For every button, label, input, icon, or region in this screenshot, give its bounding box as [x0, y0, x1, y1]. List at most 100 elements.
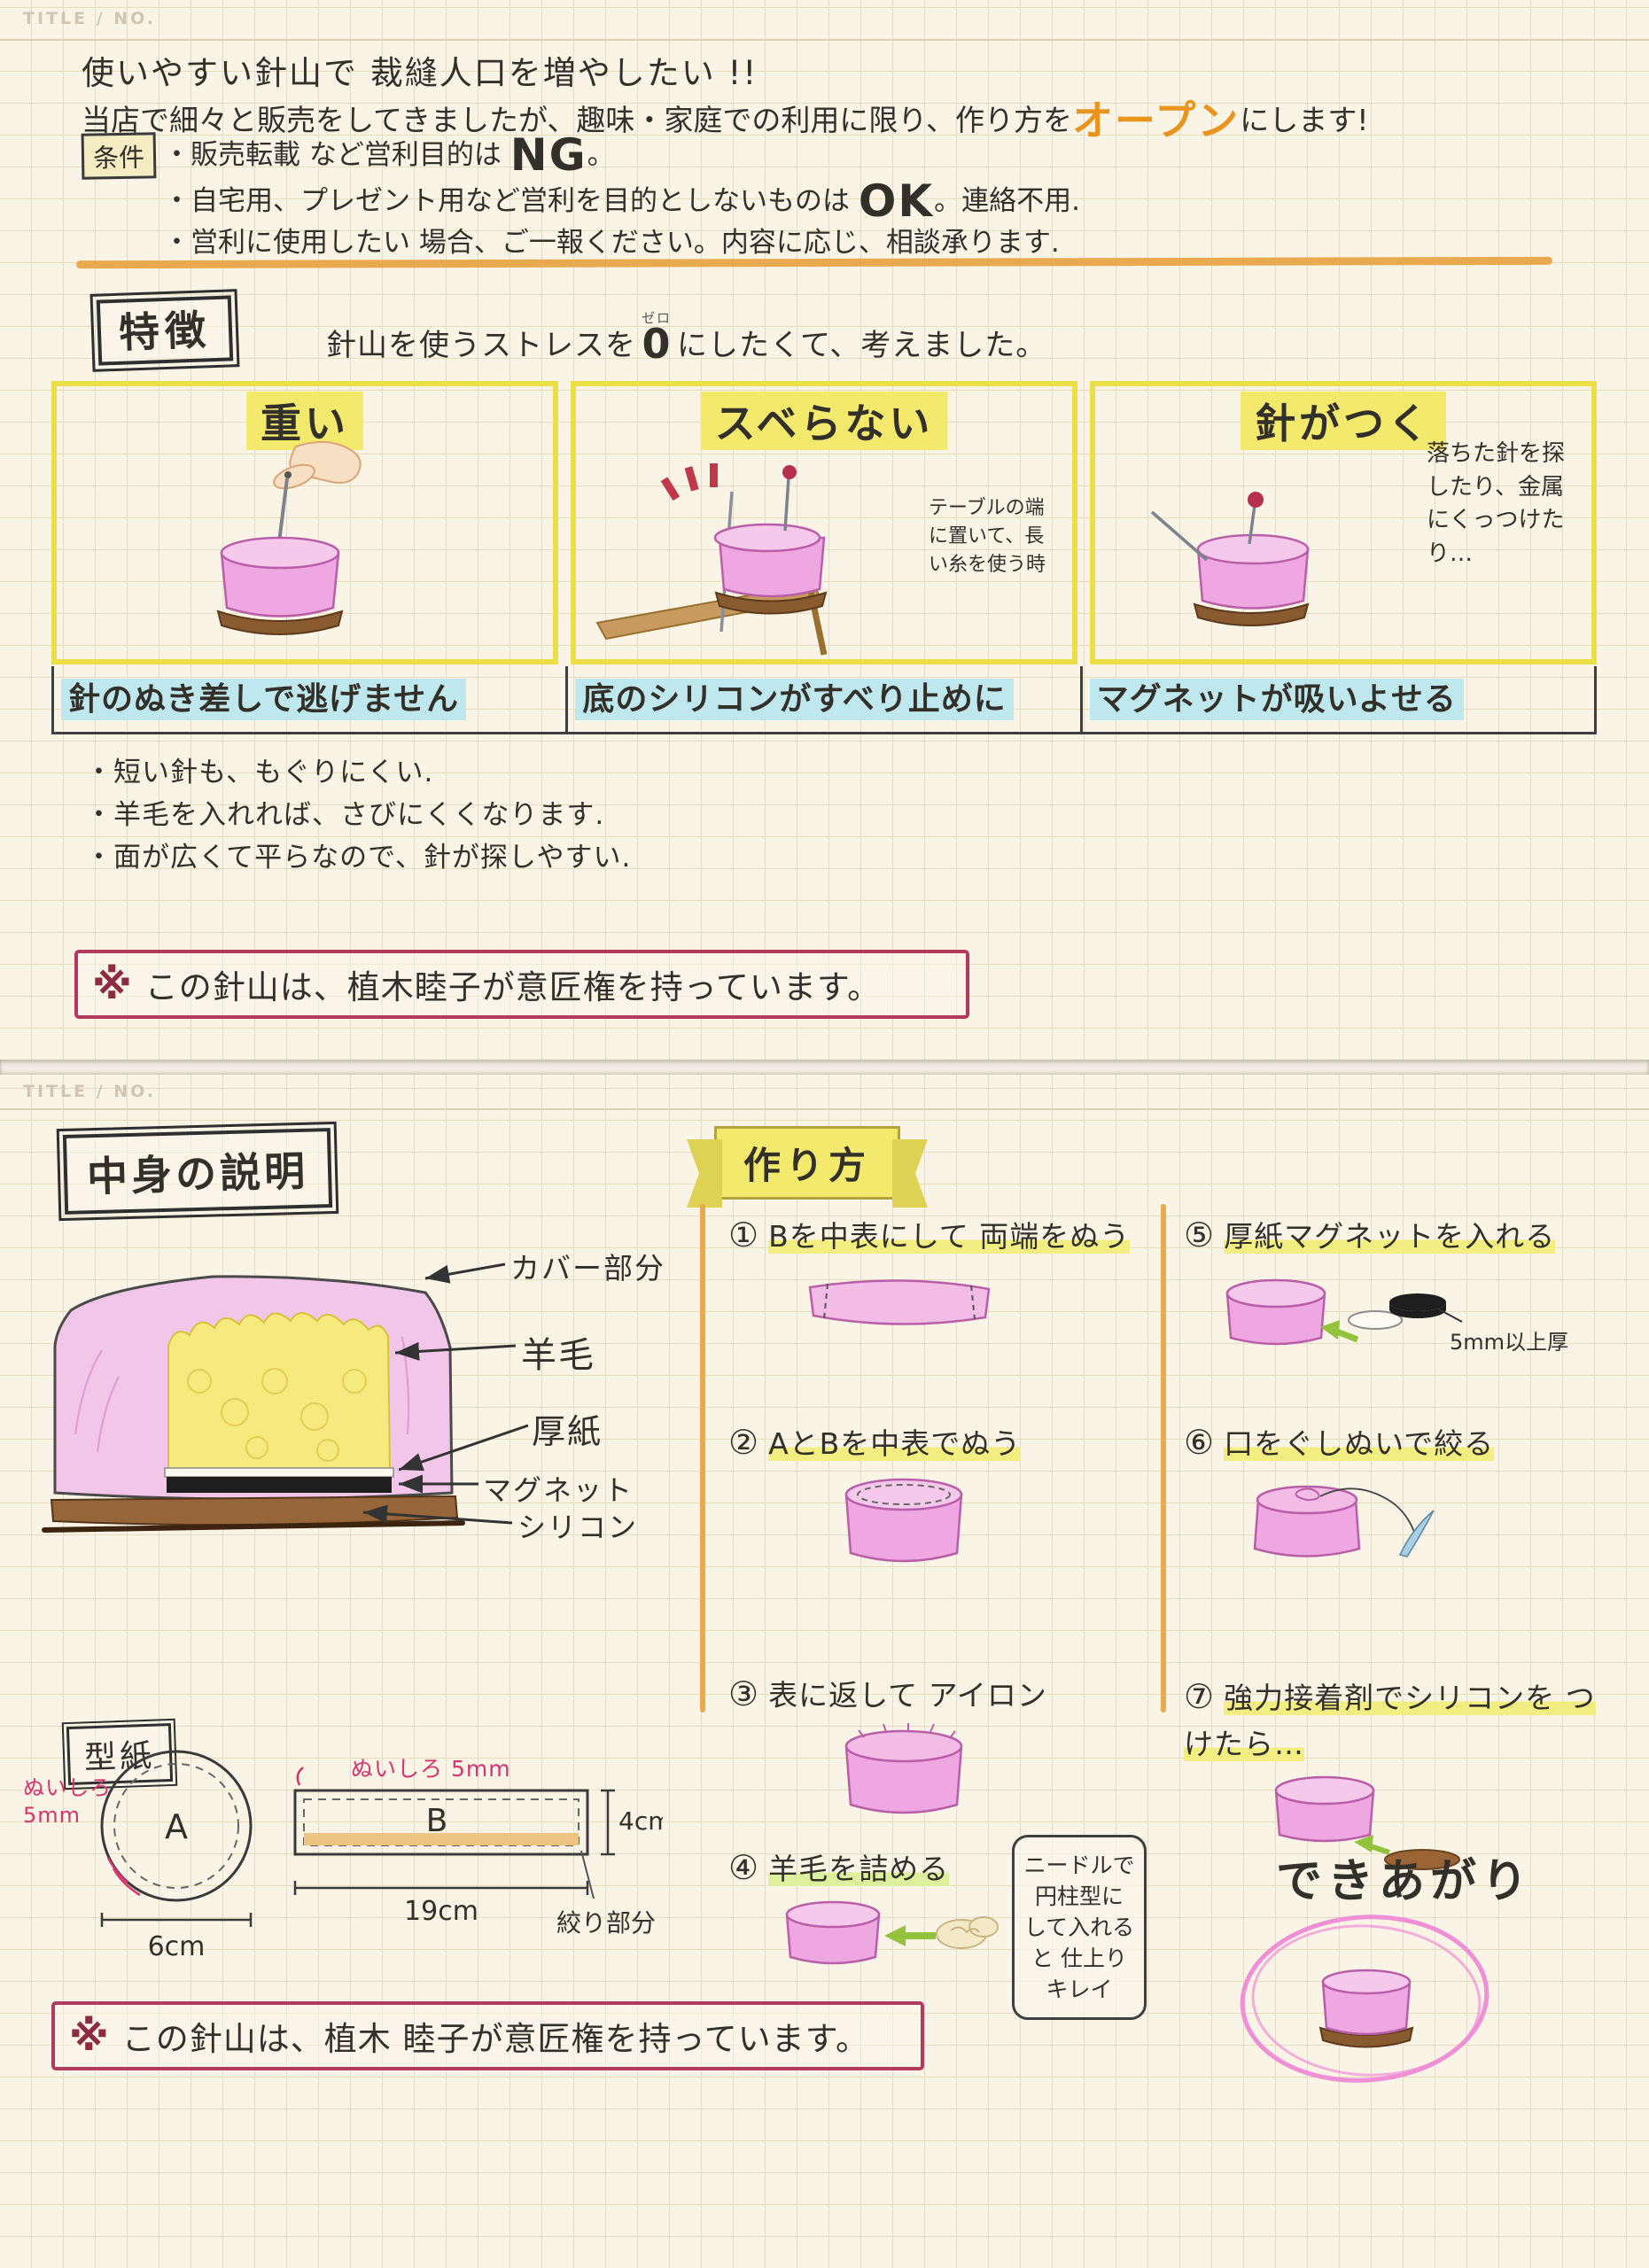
width-label: 19cm — [404, 1896, 478, 1927]
label-arrows — [362, 1262, 529, 1525]
step-2-number: ② — [728, 1423, 760, 1462]
gather-strip — [304, 1833, 579, 1845]
silicone-disc — [1384, 1849, 1460, 1870]
condition-2-post: 。連絡不用. — [934, 185, 1080, 217]
panel-no-slip-note: テーブルの端に置いて、長い糸を使う時 — [929, 497, 1046, 576]
magnet-layer — [167, 1477, 392, 1493]
caption-cell-1: 針のぬき差しで逃げません — [54, 666, 569, 732]
condition-1-ng: NG — [509, 129, 587, 181]
intro-line-2-post: にします! — [1240, 103, 1369, 137]
panel-heavy-title: 重い — [246, 392, 363, 450]
step-2-illustration — [844, 1478, 963, 1563]
pincushion-table-illustration — [595, 463, 828, 656]
cushion-top — [220, 536, 340, 570]
caption-heavy: 針のぬき差しで逃げません — [61, 679, 467, 720]
pin-head-icon — [782, 465, 797, 479]
stitch-line — [823, 1283, 828, 1320]
step-7-illustration — [1274, 1775, 1460, 1870]
panel-captions-row: 針のぬき差しで逃げません 底のシリコンがすべり止めに マグネットが吸いよせる — [51, 666, 1597, 734]
cushion-cross-section-diagram — [42, 1262, 529, 1533]
step-6-number: ⑥ — [1184, 1423, 1216, 1462]
finger-illustration — [273, 463, 315, 490]
caption-cell-2: 底のシリコンがすべり止めに — [568, 666, 1083, 732]
magnet-thickness-note: 5mm以上厚 — [1450, 1330, 1569, 1355]
caption-cell-3: マグネットが吸いよせる — [1083, 666, 1597, 732]
silicone-arrow-icon — [362, 1504, 513, 1525]
feature-panel-magnet: 針がつく 落ちた針を探したり、金属にくっつけたり… — [1090, 381, 1597, 664]
pink-marks — [106, 1857, 141, 1897]
condition-2-pre: ・自宅用、プレゼント用など営利を目的としないものは — [163, 185, 859, 217]
open-word: オープン — [1072, 97, 1241, 144]
step-6-text: 口をぐしぬいで絞る — [1224, 1426, 1495, 1461]
step-4-illustration — [785, 1900, 999, 1965]
panel-magnet-title: 針がつく — [1241, 392, 1446, 450]
label-magnet: マグネット — [483, 1473, 634, 1507]
page1-corner-label: TITLE / NO. — [23, 9, 157, 28]
feature-bullet-1: ・短い針も、もぐりにくい. — [85, 757, 434, 788]
step-6-illustration — [1253, 1485, 1435, 1557]
condition-2-ok: OK — [858, 175, 935, 227]
cushion-top — [1196, 533, 1310, 565]
pincushion-magnet-illustration — [1150, 492, 1310, 626]
stitch-ellipse — [857, 1484, 951, 1505]
needle-icon — [1150, 510, 1209, 562]
cushion-top — [1321, 1969, 1412, 1995]
design-rights-text-1: この針山は、植木睦子が意匠権を持っています。 — [144, 968, 882, 1006]
cardboard-layer — [164, 1467, 394, 1478]
condition-1-post: 。 — [587, 139, 615, 171]
condition-1-pre: ・販売転載 など営利目的は — [163, 139, 510, 171]
condition-2: ・自宅用、プレゼント用など営利を目的としないものは OK。連絡不用. — [163, 175, 1080, 227]
feature-panel-no-slip: スベらない テーブルの端に置いて、長い糸を使う時 — [571, 381, 1077, 664]
pin-icon — [1248, 504, 1256, 545]
howto-ribbon: 作り方 — [714, 1126, 901, 1200]
pattern-piece-b: B 19cm 4cm — [293, 1767, 663, 1927]
cushion-top — [713, 523, 821, 553]
cushion-body — [1196, 548, 1310, 610]
cushion-base — [1193, 602, 1310, 626]
pattern-piece-a: A 6cm — [100, 1750, 253, 1962]
column-divider-2 — [1161, 1204, 1166, 1713]
step-3-text: 表に返して アイロン — [768, 1678, 1047, 1713]
thread-line — [1319, 1487, 1417, 1538]
page-2: TITLE / NO. 中身の説明 作り方 — [0, 1075, 1649, 2268]
finished-label: できあがり — [1276, 1855, 1534, 1908]
seam-line-a — [113, 1763, 239, 1889]
cushion-base — [216, 610, 344, 635]
page2-header-rule — [0, 1108, 1649, 1110]
pin-icon — [783, 477, 790, 532]
diameter-label: 6cm — [148, 1931, 206, 1962]
step-4-number: ④ — [728, 1848, 760, 1887]
gather-pointer-line — [580, 1850, 595, 1899]
step-1-number: ① — [728, 1216, 760, 1254]
cushion-body — [718, 536, 826, 598]
silicone-base — [50, 1495, 459, 1526]
needle-icon — [1398, 1510, 1435, 1557]
design-rights-notice-2: ※ この針山は、植木 睦子が意匠権を持っています。 — [51, 2001, 924, 2070]
pink-bracket — [296, 1767, 304, 1786]
piece-a-letter: A — [165, 1807, 188, 1846]
step-5-text: 厚紙マグネットを入れる — [1224, 1219, 1556, 1254]
cushion-body — [220, 551, 340, 617]
step-4-text: 羊毛を詰める — [768, 1852, 950, 1886]
pincushion-heavy-illustration — [216, 440, 362, 635]
pin-head-icon — [1248, 492, 1264, 508]
condition-3: ・営利に使用したい 場合、ご一報ください。内容に応じ、相談承ります. — [163, 227, 1060, 259]
subtitle-pre: 針山を使うストレスを — [326, 327, 636, 363]
cover-arrow-icon — [424, 1262, 506, 1284]
page-1: TITLE / NO. 使いやすい針山で 裁縫人口を増やしたい !! 当店で細々… — [0, 0, 1649, 1060]
design-rights-text-2: この針山は、植木 睦子が意匠権を持っています。 — [121, 2020, 869, 2058]
step-7-number: ⑦ — [1184, 1677, 1216, 1716]
cardboard-disc — [1348, 1310, 1403, 1330]
caption-no-slip: 底のシリコンがすべり止めに — [575, 679, 1014, 720]
column-divider-1 — [700, 1204, 705, 1713]
page-separator — [0, 1060, 1649, 1075]
crimp-marks — [858, 1723, 956, 1739]
feature-panels: 重い スベらない — [51, 381, 1597, 664]
seam-allowance-note-b: ぬいしろ 5mm — [351, 1756, 511, 1782]
zero-ruby: ゼロ — [642, 310, 673, 326]
